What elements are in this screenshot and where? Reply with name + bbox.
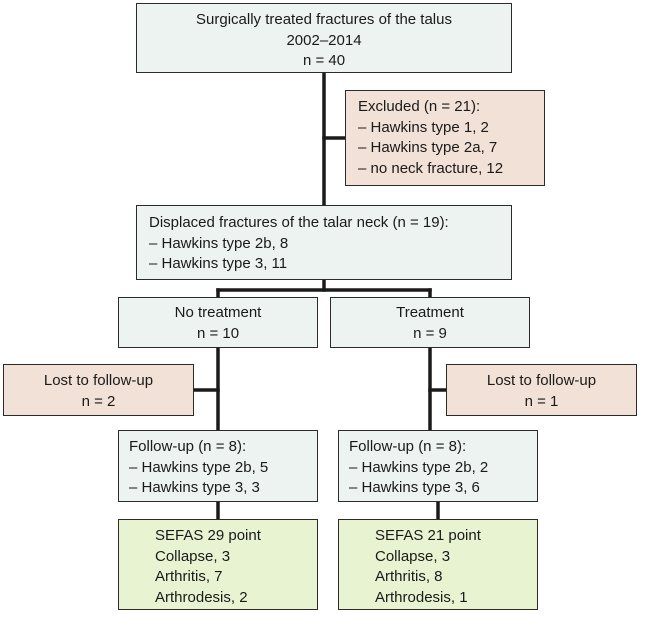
treatment-count: n = 9	[413, 324, 447, 342]
outcome-no-treatment-box: SEFAS 29 point Collapse, 3 Arthritis, 7 …	[118, 519, 318, 610]
lost-right-count: n = 1	[524, 392, 559, 410]
lost-left-count: n = 2	[81, 392, 116, 410]
lost-to-followup-right-box: Lost to follow-up n = 1	[446, 364, 637, 416]
followup-left-item: – Hawkins type 3, 3	[129, 479, 260, 496]
total-count: n = 40	[302, 52, 346, 69]
total-period: 2002–2014	[286, 31, 362, 49]
outcome-left-line: Arthritis, 7	[155, 568, 223, 585]
total-title: Surgically treated fractures of the talu…	[196, 11, 452, 28]
excluded-item: – Hawkins type 2a, 7	[358, 139, 498, 156]
treatment-box: Treatment n = 9	[330, 297, 530, 348]
lost-left-title: Lost to follow-up	[43, 372, 154, 389]
outcome-right-line: Arthrodesis, 1	[375, 588, 468, 606]
lost-right-title: Lost to follow-up	[486, 372, 597, 389]
excluded-item: – no neck fracture, 12	[358, 159, 504, 177]
outcome-left-line: Arthrodesis, 2	[155, 588, 248, 606]
displaced-item: – Hawkins type 2b, 8	[149, 234, 289, 252]
no-treatment-count: n = 10	[196, 324, 240, 342]
no-treatment-title: No treatment	[174, 304, 262, 321]
displaced-fractures-box: Displaced fractures of the talar neck (n…	[136, 205, 512, 280]
outcome-right-line: Collapse, 3	[375, 547, 451, 565]
excluded-title: Excluded (n = 21):	[358, 98, 481, 115]
followup-left-item: – Hawkins type 2b, 5	[129, 458, 269, 476]
lost-to-followup-left-box: Lost to follow-up n = 2	[3, 364, 194, 416]
followup-right-item: – Hawkins type 2b, 2	[349, 458, 489, 476]
excluded-item: – Hawkins type 1, 2	[358, 118, 489, 136]
followup-left-title: Follow-up (n = 8):	[129, 438, 247, 455]
followup-right-item: – Hawkins type 3, 6	[349, 479, 480, 496]
followup-right-title: Follow-up (n = 8):	[349, 438, 467, 455]
displaced-item: – Hawkins type 3, 11	[149, 255, 288, 272]
excluded-box: Excluded (n = 21): – Hawkins type 1, 2 –…	[345, 90, 545, 186]
displaced-title: Displaced fractures of the talar neck (n…	[149, 214, 449, 231]
no-treatment-box: No treatment n = 10	[118, 297, 318, 348]
outcome-right-line: SEFAS 21 point	[375, 527, 481, 544]
followup-left-box: Follow-up (n = 8): – Hawkins type 2b, 5 …	[118, 430, 318, 502]
outcome-left-line: Collapse, 3	[155, 547, 231, 565]
treatment-title: Treatment	[396, 304, 464, 321]
outcome-left-line: SEFAS 29 point	[155, 527, 261, 544]
followup-right-box: Follow-up (n = 8): – Hawkins type 2b, 2 …	[338, 430, 538, 502]
outcome-right-line: Arthritis, 8	[375, 568, 443, 585]
outcome-treatment-box: SEFAS 21 point Collapse, 3 Arthritis, 8 …	[338, 519, 538, 610]
total-fractures-box: Surgically treated fractures of the talu…	[136, 3, 512, 73]
